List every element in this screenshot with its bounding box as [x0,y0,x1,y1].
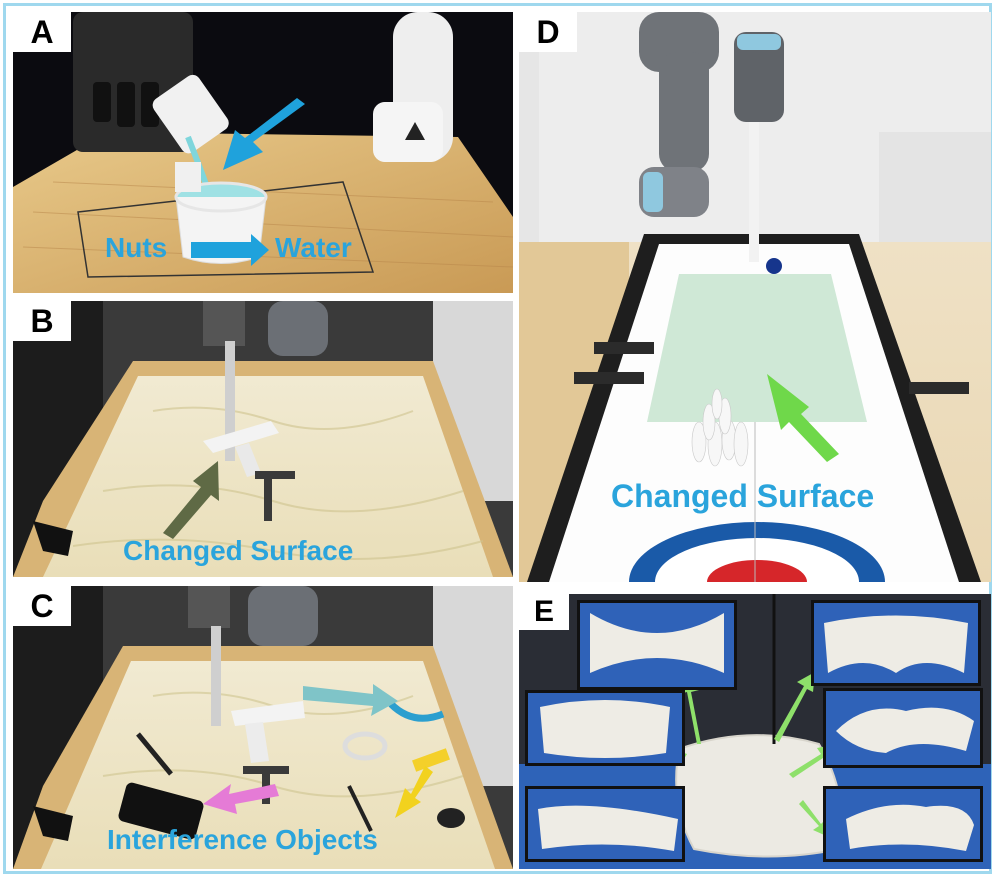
panel-e-photo: E [519,594,991,869]
pen [347,785,373,832]
panel-c-label: C [13,586,71,626]
panel-c-photo: C Interference Objects [13,586,513,869]
band-arrow-icon [303,684,398,716]
tape-roll [342,731,388,761]
phone-arrow-icon [203,784,279,814]
panel-a-caption-water: Water [275,232,352,263]
panel-d-photo: D Changed Surface [519,12,991,582]
panel-c-scene [13,586,513,869]
panel-a-scene [13,12,513,293]
panel-b-scene [13,301,513,577]
bowling-pins [691,388,749,467]
panel-d-scene [519,12,991,582]
panel-a-label: A [13,12,71,52]
green-surface [647,274,867,422]
panel-a-caption-nuts: Nuts [105,232,168,263]
towel [675,734,843,858]
screwdriver [136,732,173,776]
t-block [235,443,261,477]
curling-puck [766,258,782,274]
panel-c-caption: Interference Objects [107,824,378,855]
glue-arrow-icon [395,766,433,818]
water-arrow-icon [223,98,305,170]
glue-stick [412,748,450,772]
surface-arrow-icon [767,374,839,462]
panel-e-label: E [519,594,569,630]
t-block [231,701,305,726]
panel-b-caption: Changed Surface [123,535,354,566]
towel-thumbnail-2 [811,600,981,686]
panel-a-photo: A Nuts Water [13,12,513,293]
panel-d-label: D [519,12,577,52]
blue-band [388,701,445,722]
towel-thumbnail-6 [823,786,983,862]
figure-frame: A Nuts Water [3,3,992,874]
towel-thumbnail-5 [525,786,685,862]
towel-thumbnail-1 [577,600,737,690]
towel-thumbnail-4 [823,688,983,768]
panel-b-label: B [13,301,71,341]
surface-arrow-icon [163,461,219,539]
towel-thumbnail-3 [525,690,685,766]
panel-d-caption: Changed Surface [611,478,875,514]
panel-b-photo: B Changed Surface [13,301,513,577]
pouring-cup [152,74,229,154]
nuts-to-water-arrow-icon [191,234,269,266]
phone [118,782,204,840]
lid [437,808,465,828]
robot-rod [225,341,235,461]
